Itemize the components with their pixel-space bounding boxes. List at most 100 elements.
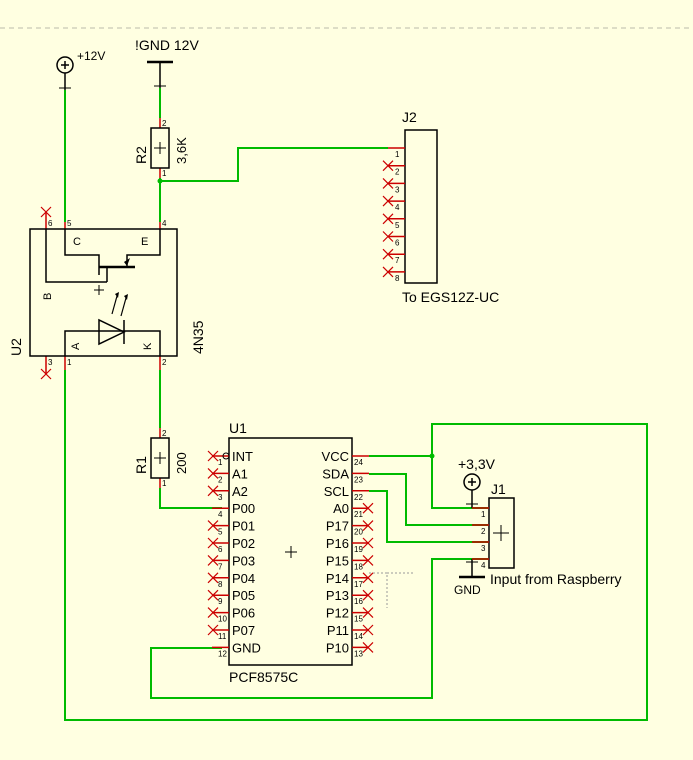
u1-left-pin: 5 P01 — [207, 519, 255, 537]
u1-pin-name: P03 — [232, 553, 255, 568]
u1-pin-name: A2 — [232, 484, 248, 499]
j2-pin: 8 — [382, 266, 405, 283]
u1-pin-name: GND — [232, 640, 261, 655]
u1-left-pin: 6 P02 — [207, 536, 255, 554]
j1-caption: Input from Raspberry — [490, 571, 622, 587]
j1-pin: 1 — [472, 507, 489, 519]
u1-pin-number: 11 — [218, 632, 227, 641]
u1-pin-number: 16 — [354, 597, 363, 606]
j2-pin-number: 2 — [395, 168, 400, 177]
u1-pin-number: 1 — [218, 458, 223, 467]
wire-sda — [369, 473, 488, 526]
u1-pin-number: 8 — [218, 580, 223, 589]
u1-left-pin: 7 P03 — [207, 553, 255, 571]
u1-left-pin: 11 P07 — [207, 623, 255, 641]
j2-pin: 6 — [382, 231, 405, 248]
wire-scl — [369, 490, 488, 543]
u1-right-pins: 24VCC23SDA22SCL21A020P1719P1618P1517P141… — [322, 449, 374, 658]
svg-text:1: 1 — [162, 479, 167, 488]
u1-part: PCF8575C — [229, 669, 298, 685]
u1-pin-number: 22 — [354, 493, 363, 502]
connector-j1: J1 Input from Raspberry 1 2 3 4 — [472, 481, 622, 587]
j2-pin-number: 7 — [395, 256, 400, 265]
power-gnd-12v-label: !GND 12V — [135, 37, 199, 53]
j2-pin-number: 3 — [395, 185, 400, 194]
j1-pin-number: 3 — [481, 544, 486, 553]
u1-pin-number: 5 — [218, 528, 223, 537]
u1-pin-name: P07 — [232, 623, 255, 638]
u1-pin-name: P16 — [326, 536, 349, 551]
u1-pin-name: P00 — [232, 501, 255, 516]
r1-ref: R1 — [133, 456, 149, 474]
wire-r2-j2 — [160, 147, 388, 182]
u1-pin-number: 23 — [354, 475, 363, 484]
u1-pin-name: P11 — [327, 623, 349, 638]
j1-pin: 2 — [472, 524, 489, 536]
dotted-net — [369, 572, 388, 608]
svg-text:3: 3 — [48, 358, 53, 367]
u1-pin-name: P05 — [232, 588, 255, 603]
svg-text:6: 6 — [48, 219, 53, 228]
u1-pin-number: 21 — [354, 510, 363, 519]
u2-ref: U2 — [8, 338, 24, 356]
u1-pin-name: P01 — [232, 519, 255, 534]
u1-pin-number: 17 — [354, 580, 363, 589]
u1-pin-number: 13 — [354, 649, 363, 658]
u1-pin-name: P17 — [326, 519, 349, 534]
u1-left-pin: 1 INT — [207, 449, 253, 467]
u1-pin-number: 7 — [218, 562, 223, 571]
j2-pin: 4 — [382, 195, 405, 212]
j1-ref: J1 — [491, 481, 506, 497]
u2-part: 4N35 — [190, 320, 206, 354]
j2-pin: 5 — [382, 213, 405, 230]
j2-pin-number: 5 — [395, 221, 400, 230]
j1-pin-number: 1 — [481, 510, 486, 519]
u1-pin-number: 10 — [218, 615, 227, 624]
u1-pin-number: 18 — [354, 562, 363, 571]
u1-right-pin: 14 P11 — [327, 623, 374, 641]
u1-pin-name: SCL — [324, 484, 349, 499]
j1-pin: 3 — [472, 541, 489, 553]
j1-pin: 4 — [472, 558, 489, 570]
optocoupler-u2: 6 5 4 3 1 2 C E B A K U2 4N35 — [8, 206, 206, 380]
u1-right-pin: 22 SCL — [324, 484, 369, 502]
u1-pin-name: P12 — [326, 606, 349, 621]
j2-caption: To EGS12Z-UC — [402, 289, 499, 305]
svg-text:B: B — [42, 293, 54, 300]
u1-pin-name: INT — [232, 449, 253, 464]
u1-ref: U1 — [229, 420, 247, 436]
j2-pin-number: 4 — [395, 203, 400, 212]
u1-pin-name: P15 — [326, 553, 349, 568]
svg-text:C: C — [73, 236, 81, 248]
u1-pin-number: 2 — [218, 475, 223, 484]
j2-pin: 7 — [382, 248, 405, 265]
power-gnd-label: GND — [454, 583, 481, 597]
u1-pin-name: P02 — [232, 536, 255, 551]
j2-pin: 1 — [388, 147, 405, 159]
j2-pin: 3 — [382, 177, 405, 194]
junction-r2 — [157, 178, 163, 184]
u1-pin-number: 6 — [218, 545, 223, 554]
u1-pin-name: P04 — [232, 571, 255, 586]
u1-pin-number: 3 — [218, 493, 223, 502]
u1-pin-number: 15 — [354, 615, 363, 624]
svg-text:1: 1 — [67, 358, 72, 367]
u1-right-pin: 18 P15 — [326, 553, 374, 571]
u1-pin-number: 14 — [354, 632, 363, 641]
u1-pin-name: P10 — [326, 640, 349, 655]
